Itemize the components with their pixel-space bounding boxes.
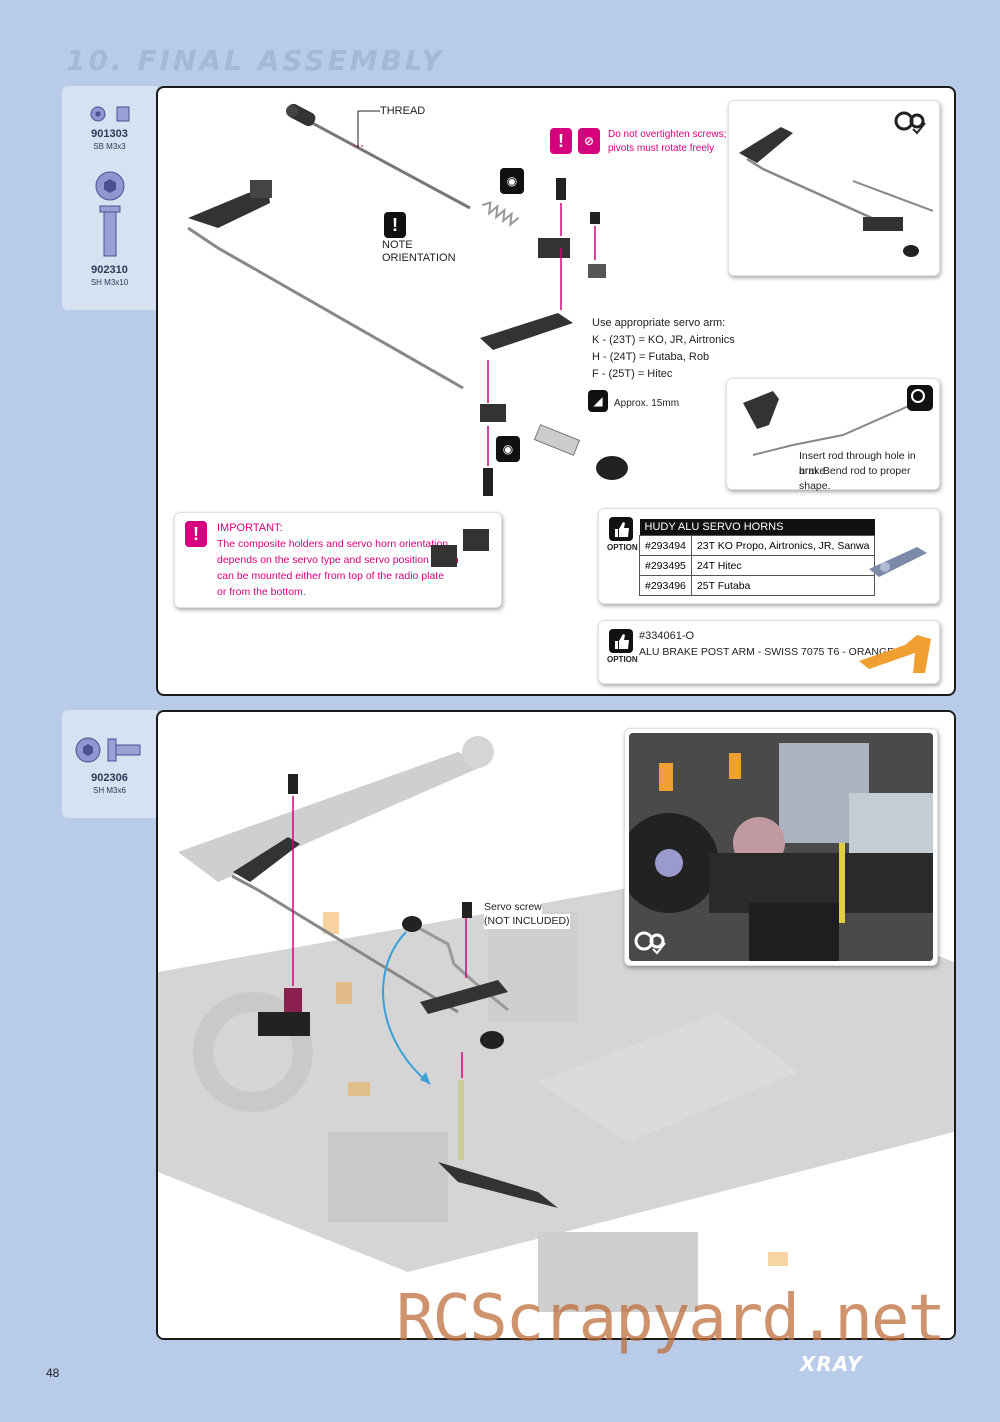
button-head-screw-icon — [90, 106, 130, 122]
alu-servo-horn-image — [869, 547, 927, 577]
part-desc: SH M3x6 — [93, 786, 126, 795]
brake-arm-desc: ALU BRAKE POST ARM - SWISS 7075 T6 - ORA… — [639, 646, 895, 658]
socket-head-screw-icon — [95, 171, 125, 257]
important-note-box: ! IMPORTANT: The composite holders and s… — [174, 512, 502, 608]
option-tag: OPTION — [607, 543, 638, 552]
thumbs-up-icon — [609, 629, 633, 653]
screw-tighten-icon: ⊘ — [578, 128, 600, 154]
parts-list-top: 901303 SB M3x3 902310 SH M3x10 — [62, 86, 157, 310]
important-title: IMPORTANT: — [217, 522, 283, 534]
part-desc: SH M3x10 — [90, 278, 129, 287]
table-row: #293495 24T Hitec — [639, 555, 876, 576]
parts-list-bottom: 902306 SH M3x6 — [62, 710, 157, 818]
important-line-3: can be mounted either from top of the ra… — [217, 570, 445, 582]
important-line-4: or from the bottom. — [217, 586, 306, 598]
part-desc: SB M3x3 — [93, 142, 126, 151]
servo-arm-f: F - (25T) = Hitec — [592, 368, 673, 380]
servo-horns-table: HUDY ALU SERVO HORNS #293494 23T KO Prop… — [639, 519, 876, 596]
horn-code: #293496 — [639, 575, 692, 596]
orange-brake-arm-image — [859, 635, 931, 673]
servo-screw-not-included-label: (NOT INCLUDED) — [484, 914, 570, 929]
installed-linkage-render — [629, 733, 933, 961]
section-title: 10. FINAL ASSEMBLY — [66, 44, 445, 77]
threadlock-icon: ◉ — [500, 168, 524, 194]
horn-desc: 25T Futaba — [690, 575, 876, 596]
check-gears-icon — [894, 111, 926, 135]
composite-holders-image — [431, 529, 489, 567]
horn-desc: 24T Hitec — [690, 555, 876, 576]
detail-text-1: Insert rod through hole in brake — [799, 450, 916, 477]
page-number: 48 — [46, 1366, 60, 1380]
threadlock-icon: ◉ — [496, 436, 520, 462]
detail-magnify-icon — [907, 385, 933, 411]
important-icon: ! — [185, 521, 207, 547]
assembled-linkage-box — [728, 100, 940, 276]
part-code: 902306 — [91, 772, 128, 784]
no-overtighten-text-1: Do not overtighten screws; — [608, 129, 727, 140]
check-gears-icon — [634, 931, 666, 955]
brake-linkage-exploded-diagram — [187, 103, 628, 496]
servo-arm-h: H - (24T) = Futaba, Rob — [592, 351, 710, 363]
servo-arm-k: K - (23T) = KO, JR, Airtronics — [592, 334, 735, 346]
note-orientation-icon: ! — [384, 212, 406, 238]
part-code: 901303 — [91, 128, 128, 140]
assembled-linkage-image — [739, 127, 933, 257]
note-orientation-label: ORIENTATION — [382, 252, 456, 264]
option-tag: OPTION — [607, 655, 638, 664]
thread-label: THREAD — [380, 105, 426, 117]
important-line-1: The composite holders and servo horn ori… — [217, 538, 449, 550]
brake-arm-detail-image — [743, 391, 912, 456]
socket-head-screw-icon — [75, 737, 141, 763]
horn-desc: 23T KO Propo, Airtronics, JR, Sanwa — [690, 535, 876, 556]
measure-icon: ◢ — [588, 390, 608, 412]
thread-leader-line — [357, 110, 380, 148]
no-overtighten-text-2: pivots must rotate freely — [608, 143, 715, 154]
installed-linkage-photo — [629, 733, 933, 961]
servo-horns-title: HUDY ALU SERVO HORNS — [639, 519, 875, 536]
part-code: 902310 — [91, 264, 128, 276]
thumbs-up-icon — [609, 517, 633, 541]
detail-box: Insert rod through hole in brake arm. Be… — [726, 378, 940, 492]
brake-arm-code: #334061-O — [639, 630, 695, 642]
warning-icon: ! — [550, 128, 572, 154]
servo-screw-label: Servo screw — [484, 900, 542, 915]
detail-text-2: arm. Bend rod to proper shape. — [799, 465, 911, 492]
chassis-installation-diagram — [158, 712, 954, 1338]
table-row: #293494 23T KO Propo, Airtronics, JR, Sa… — [639, 535, 876, 556]
assembly-step-panel-top: THREAD ! NOTE ORIENTATION ! ⊘ Do not ove… — [156, 86, 956, 696]
installed-photo-box — [624, 728, 938, 966]
assembly-step-panel-bottom: Servo screw (NOT INCLUDED) — [156, 710, 956, 1340]
important-line-2: depends on the servo type and servo posi… — [217, 554, 459, 566]
brake-arm-option-box: OPTION #334061-O ALU BRAKE POST ARM - SW… — [598, 620, 940, 684]
approx-length-label: Approx. 15mm — [614, 398, 680, 409]
watermark: RCScrapyard.net — [396, 1282, 946, 1356]
table-row: #293496 25T Futaba — [639, 575, 876, 596]
horn-code: #293494 — [639, 535, 692, 556]
horn-code: #293495 — [639, 555, 692, 576]
servo-arm-title: Use appropriate servo arm: — [592, 317, 726, 329]
servo-horns-option-box: OPTION HUDY ALU SERVO HORNS #293494 23T … — [598, 508, 940, 604]
brand-logo: XRAY — [800, 1352, 863, 1376]
note-label: NOTE — [382, 239, 413, 251]
